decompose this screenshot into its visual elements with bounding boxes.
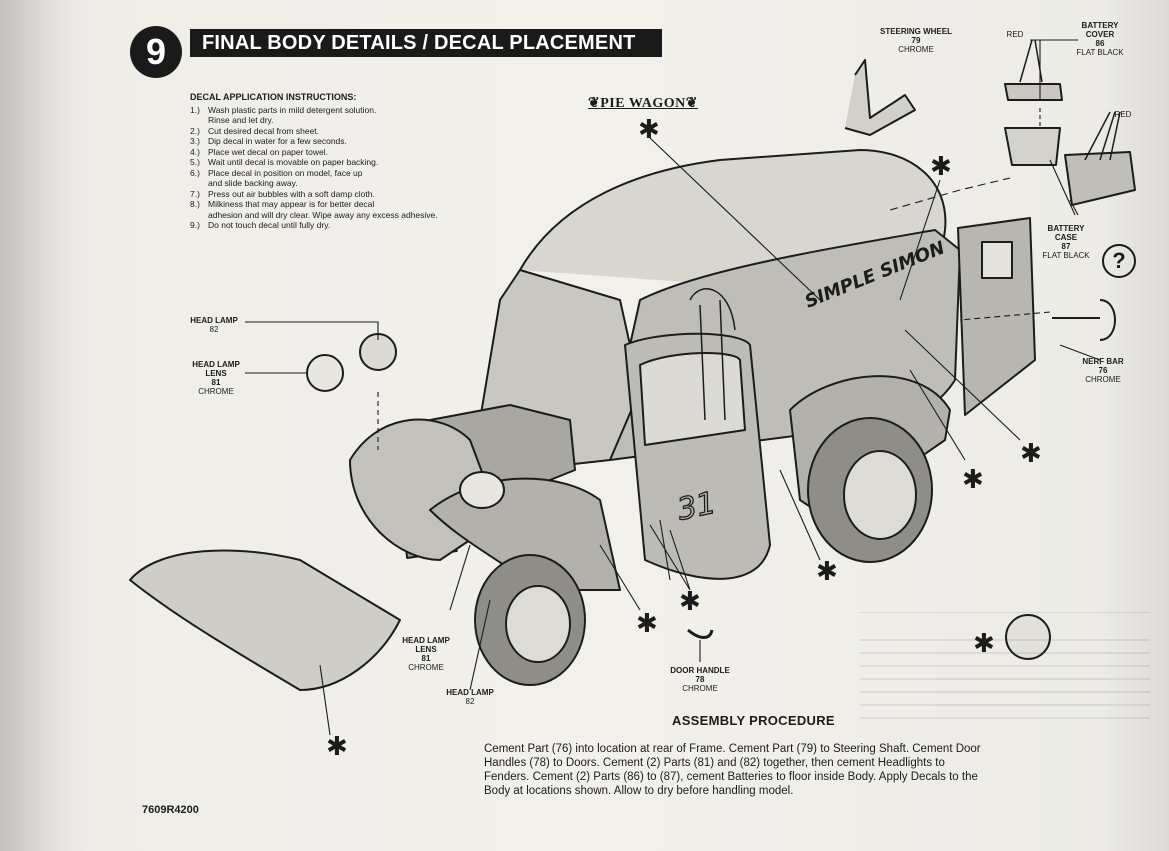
battery-cover <box>1004 83 1063 101</box>
decal-asterisk: ✱ <box>930 152 952 182</box>
decal-asterisk: ✱ <box>326 732 348 762</box>
label-battery-cover: BATTERY COVER 86 FLAT BLACK <box>1076 21 1124 57</box>
decal-asterisk: ✱ <box>1020 439 1042 469</box>
decal-asterisk: ✱ <box>962 465 984 495</box>
decal-asterisk: ✱ <box>973 629 995 659</box>
leader-line <box>889 177 1011 211</box>
decal-instructions-heading: DECAL APPLICATION INSTRUCTIONS: <box>190 92 357 102</box>
step-title-banner: FINAL BODY DETAILS / DECAL PLACEMENT <box>190 29 662 57</box>
assembly-procedure-title: ASSEMBLY PROCEDURE <box>672 713 835 728</box>
step-number-badge: 9 <box>130 26 182 78</box>
battery-case <box>1064 151 1136 206</box>
label-head-lamp-lens-upper: HEAD LAMP LENS 81 CHROME <box>192 360 240 396</box>
leader-line <box>899 179 941 301</box>
rear-wheel-hub <box>843 450 917 540</box>
grille-shell <box>129 549 401 691</box>
show-through-text <box>860 612 1150 719</box>
rear-door-window <box>981 241 1013 279</box>
instruction-item: 9.)Do not touch decal until fully dry. <box>190 220 331 230</box>
instruction-item: 8.)Milkiness that may appear is for bett… <box>190 199 438 220</box>
decal-asterisk: ✱ <box>638 115 660 145</box>
instruction-item: 2.)Cut desired decal from sheet. <box>190 125 320 136</box>
question-icon: ? <box>1102 244 1136 278</box>
roll-cage <box>689 288 736 421</box>
leader-line <box>649 519 691 591</box>
front-door-window <box>639 352 746 446</box>
leader-line <box>319 664 331 736</box>
decal-asterisk: ✱ <box>816 557 838 587</box>
leader-line <box>779 469 821 561</box>
part-code: 7609R4200 <box>142 804 199 816</box>
label-head-lamp-lower: HEAD LAMP 82 <box>446 688 494 706</box>
door-number-decal: 31 <box>674 486 719 528</box>
binding-shadow <box>0 0 90 851</box>
leader-line <box>909 369 966 461</box>
instruction-item: 6.)Place decal in position on model, fac… <box>190 167 363 189</box>
head-lamp-upper-lens <box>306 354 344 392</box>
leader-line <box>449 544 471 611</box>
leader-line <box>599 544 641 611</box>
battery-box-small <box>1004 127 1061 166</box>
assembly-procedure-text: Cement Part (76) into location at rear o… <box>484 743 981 797</box>
decal-asterisk: ✱ <box>636 609 658 639</box>
decal-instructions: DECAL APPLICATION INSTRUCTIONS: 1.)Wash … <box>190 92 480 231</box>
emblem-badge <box>1005 614 1051 660</box>
label-battery-case: BATTERY CASE 87 FLAT BLACK <box>1042 224 1090 260</box>
instruction-item: 3.)Dip decal in water for a few seconds. <box>190 136 347 146</box>
leader-line <box>1030 39 1078 100</box>
instruction-item: 4.)Place wet decal on paper towel. <box>190 146 329 157</box>
leader-line <box>904 329 1021 441</box>
instruction-item: 5.)Wait until decal is movable on paper … <box>190 157 379 167</box>
decal-asterisk: ✱ <box>679 587 701 617</box>
label-head-lamp-upper: HEAD LAMP 82 <box>190 316 238 334</box>
battery-wires <box>1019 39 1121 161</box>
door-handle-part <box>687 628 714 639</box>
pie-wagon-title-tag: ❦PIE WAGON❦ <box>588 96 699 111</box>
instruction-item: 1.)Wash plastic parts in mild detergent … <box>190 104 377 126</box>
label-steering-wheel: STEERING WHEEL 79 CHROME <box>879 27 952 54</box>
leader-line <box>1059 344 1101 361</box>
label-nerf-bar: NERF BAR 76 CHROME <box>1082 357 1124 384</box>
instruction-item: 7.)Press out air bubbles with a soft dam… <box>190 188 375 199</box>
leader-line <box>649 137 821 301</box>
front-wheel-hub <box>505 585 571 663</box>
leader-line <box>245 321 379 340</box>
label-head-lamp-lens-lower: HEAD LAMP LENS 81 CHROME <box>402 636 450 672</box>
leader-line <box>959 311 1051 321</box>
nerf-bar <box>1052 299 1116 341</box>
label-red-wire-left: RED <box>1006 30 1024 39</box>
decal-instructions-list: 1.)Wash plastic parts in mild detergent … <box>190 105 480 231</box>
steering-wheel <box>844 59 916 136</box>
leader-line <box>1049 159 1079 216</box>
leader-line <box>469 599 491 691</box>
label-door-handle: DOOR HANDLE 78 CHROME <box>670 666 730 693</box>
label-red-wire-right: RED <box>1114 110 1132 119</box>
head-lamp-on-fender <box>459 471 505 509</box>
